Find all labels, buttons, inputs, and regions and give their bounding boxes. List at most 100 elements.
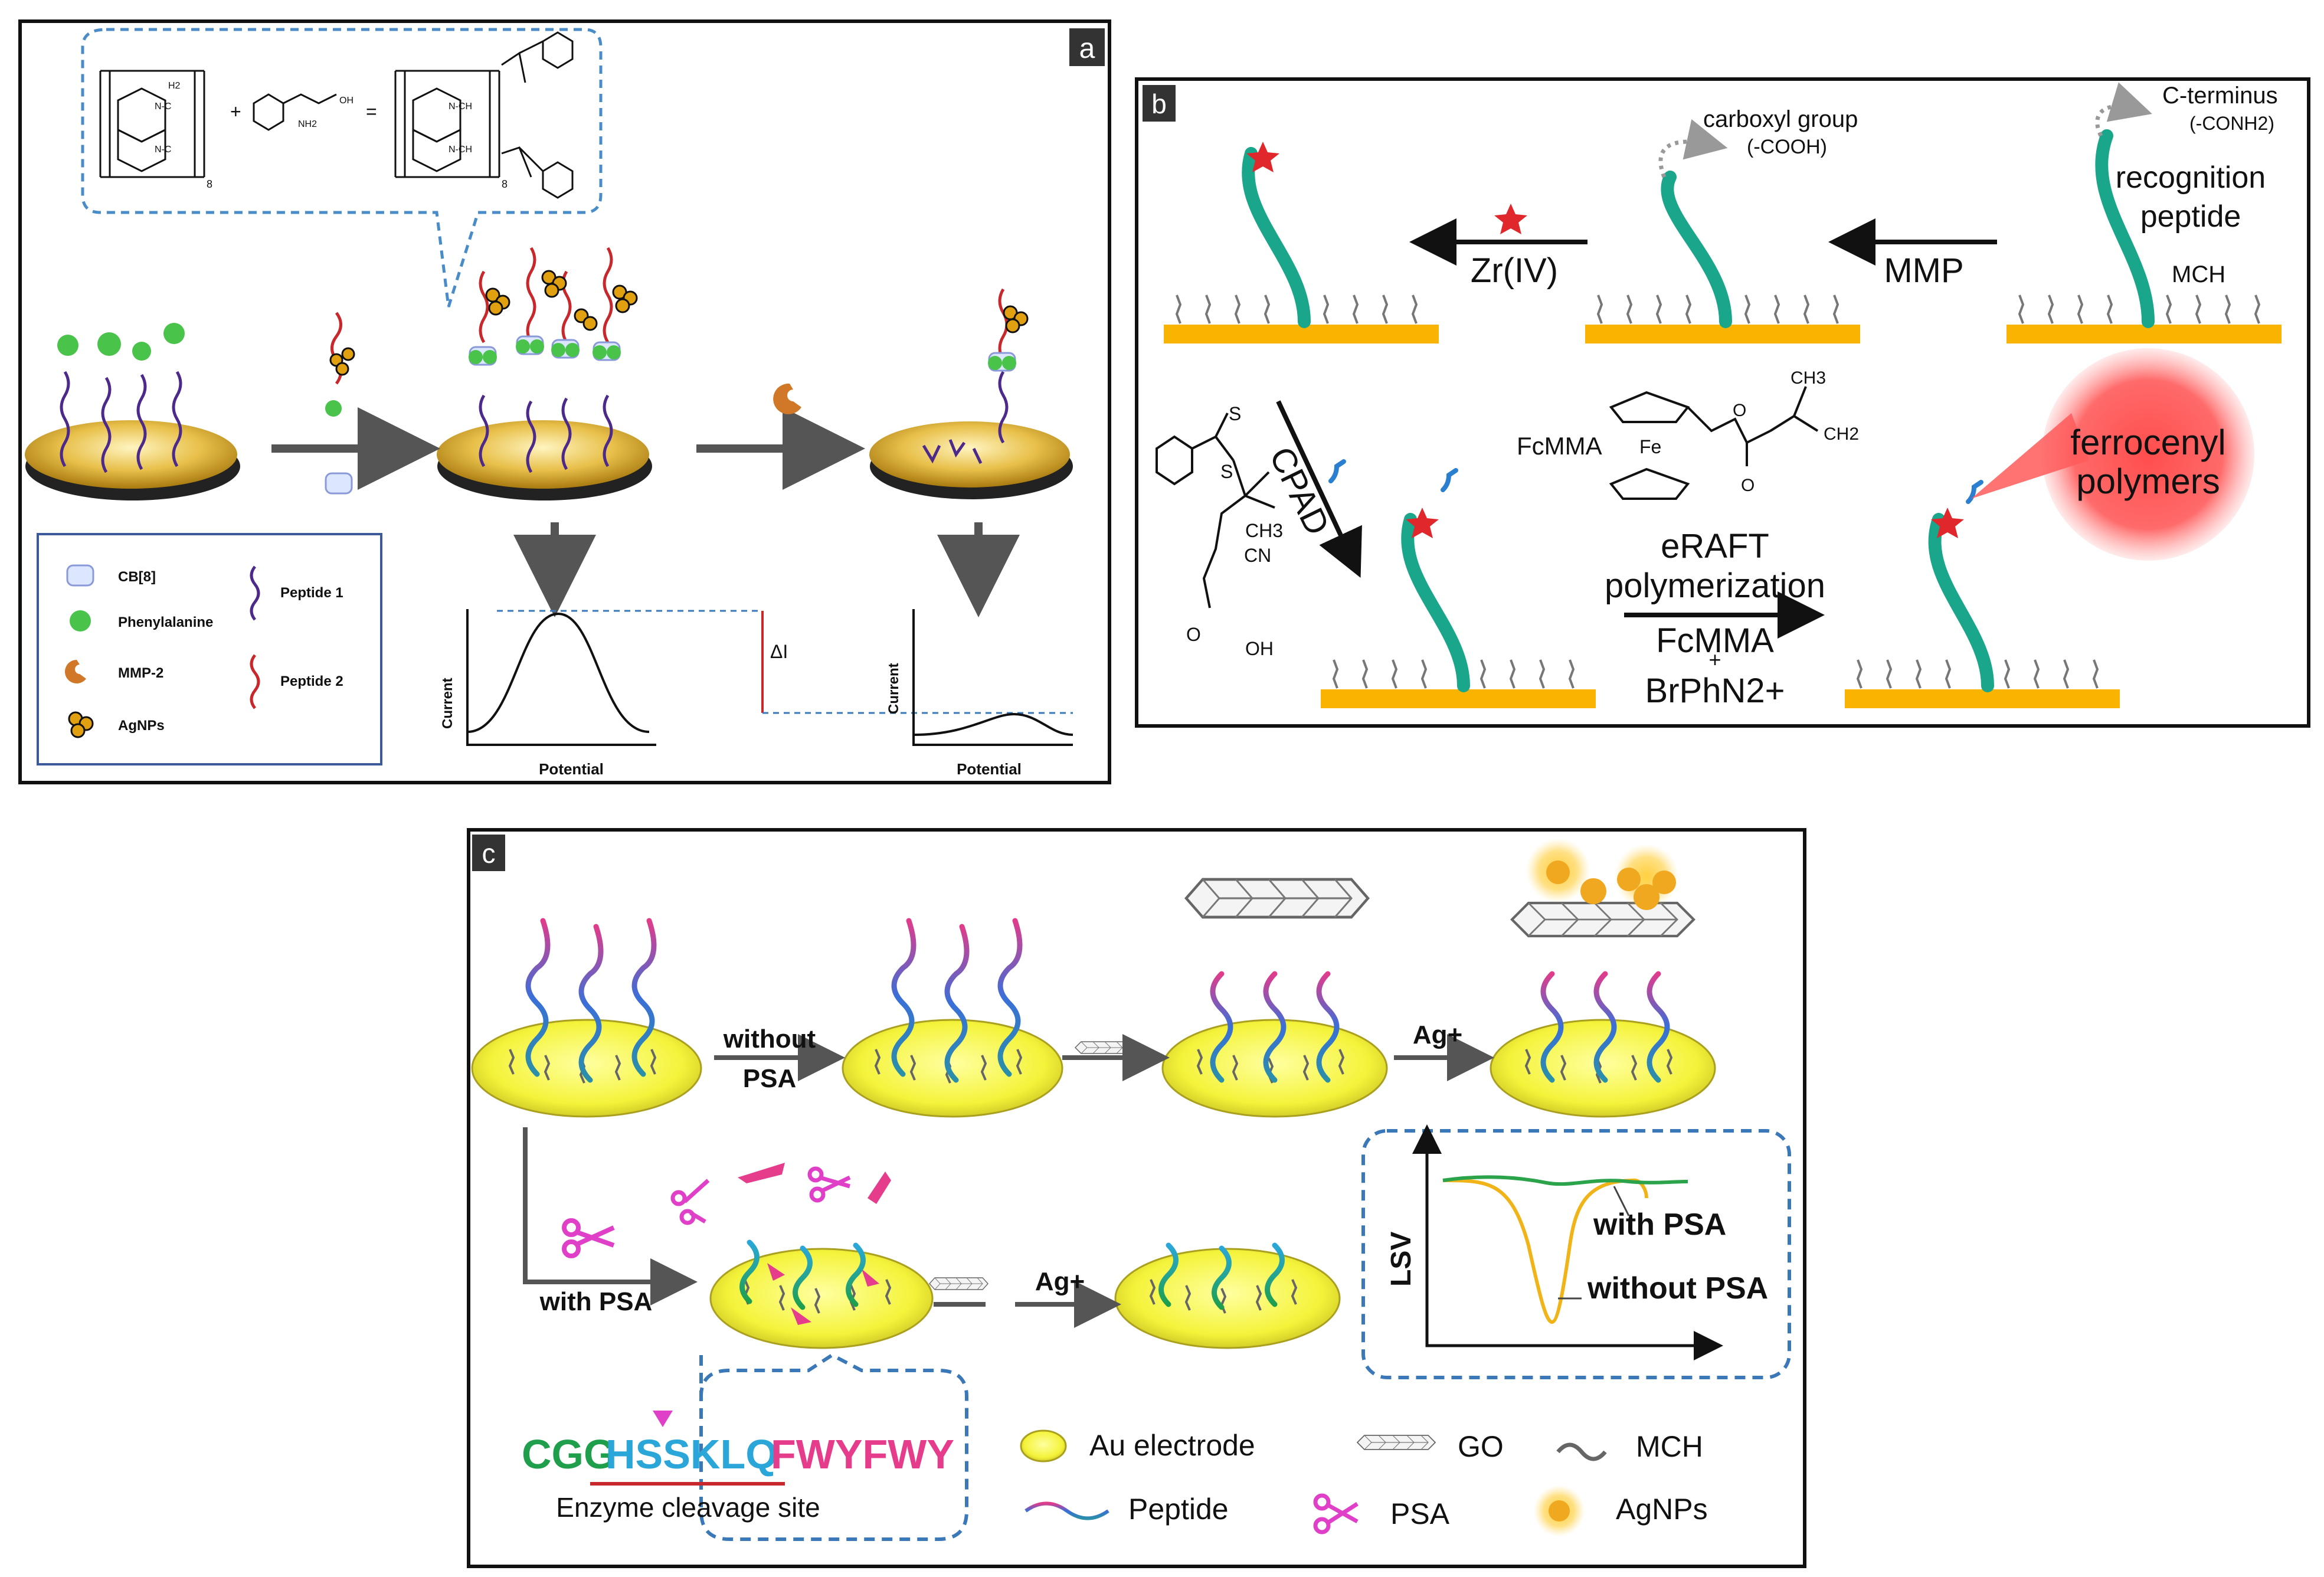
label-eraft: eRAFT (1661, 527, 1769, 565)
cpad-cn: CN (1244, 545, 1271, 566)
chem-nch-1: N-CH (449, 102, 472, 112)
seq-hsskl: HSSKLQ (605, 1431, 778, 1477)
label-mch: MCH (2172, 261, 2225, 287)
cleaved-fragments-disk3 (922, 439, 983, 464)
label-zr: Zr(IV) (1471, 251, 1558, 290)
legend-peptide2-label: Peptide 2 (280, 673, 343, 689)
panel-b: b (1135, 77, 2310, 728)
legend-box-a (37, 533, 382, 765)
panel-a-letter: a (1079, 33, 1095, 64)
legend-mch-icon (1556, 1442, 1607, 1461)
cpad-ch3: CH3 (1245, 520, 1283, 541)
ferrocenyl-polymer-blob (2042, 348, 2254, 561)
fcmma-ch2: CH2 (1824, 424, 1859, 444)
chem-nc-2: N-C (155, 145, 171, 155)
mch-layer-b (1175, 295, 2261, 689)
peptide1-strands-disk1 (60, 371, 182, 473)
go-reagent-icon-2 (929, 1277, 988, 1290)
chem-n8-2: 8 (502, 178, 508, 190)
au-electrode-c5 (709, 1248, 934, 1349)
au-electrode-c4 (1490, 1019, 1716, 1118)
cleavage-site-label: Enzyme cleavage site (556, 1492, 820, 1523)
legend-agnps-label: AgNPs (118, 718, 165, 734)
legend-go-icon (1357, 1435, 1436, 1450)
au-electrode-c3 (1161, 1019, 1388, 1118)
label-conh2: (-CONH2) (2189, 113, 2274, 134)
voltammogram-high: Current Potential (440, 609, 656, 778)
legend-go-label: GO (1458, 1430, 1504, 1463)
legend-peptide1-label: Peptide 1 (280, 585, 343, 601)
legend-agnps-c-label: AgNPs (1616, 1493, 1708, 1526)
panel-c-letter-box (472, 835, 505, 871)
label-ferrocenyl: ferrocenyl (2070, 423, 2225, 462)
peptide-complex-disk2 (479, 247, 613, 473)
chem-plus: + (230, 101, 241, 122)
carboxyl-dotted-arrow (1658, 119, 1728, 178)
label-brphn2: BrPhN2+ (1645, 672, 1785, 710)
label-carboxyl-group: carboxyl group (1703, 106, 1858, 132)
fcmma-fe: Fe (1639, 436, 1661, 457)
panel-a: a H2 N-C N-C 8 + OH NH2 = N-CH N-CH (18, 19, 1111, 784)
cb8-phe-complexes-disk2 (469, 335, 621, 366)
seq-fwy: FWYFWY (771, 1431, 954, 1477)
cb8-complex-structure (394, 31, 574, 199)
cleaved-fragments-c (738, 1163, 891, 1325)
lsv-box (1361, 1129, 1791, 1379)
label-ag-2: Ag+ (1035, 1267, 1085, 1296)
electrode-disk-2 (437, 420, 649, 489)
label-plus: + (1708, 647, 1721, 672)
graph1-ylabel: Current (440, 678, 456, 729)
legend-psa-label: PSA (1390, 1497, 1450, 1530)
label-cooh: (-COOH) (1747, 136, 1827, 158)
arrow-cpad (1276, 400, 1362, 578)
fcmma-o2: O (1741, 476, 1755, 495)
legend-agnps-icon (1549, 1500, 1570, 1522)
cpad-oh: OH (1245, 638, 1274, 659)
au-electrode-c1 (471, 1019, 702, 1118)
go-reagent-icon-1 (1075, 1041, 1141, 1054)
legend-au-icon (1020, 1429, 1067, 1463)
label-fcmma: FcMMA (1517, 432, 1602, 460)
blue-hook-icons (1328, 459, 1983, 504)
chem-nch-2: N-CH (449, 145, 472, 155)
lsv-without-psa-label: without PSA (1587, 1271, 1768, 1306)
red-star-icons (1246, 142, 1964, 538)
phenylalanine-bead (57, 335, 78, 356)
label-without: without (723, 1025, 816, 1053)
graph2-xlabel: Potential (957, 760, 1022, 778)
label-with-psa: with PSA (539, 1287, 653, 1316)
chem-equals: = (366, 101, 377, 122)
legend-peptide-icon (1024, 1501, 1109, 1520)
go-sheet-c4 (1512, 903, 1694, 936)
cb8-disk3 (988, 352, 1016, 372)
panel-b-letter: b (1151, 89, 1167, 119)
cterm-dotted-arrow (2095, 82, 2152, 137)
chem-callout (81, 28, 603, 307)
peptide2-free (325, 312, 355, 417)
label-peptide: peptide (2140, 199, 2241, 234)
legend-cb8-icon (66, 564, 94, 587)
legend-mch-label: MCH (1636, 1430, 1703, 1463)
with-psa-path (523, 1127, 698, 1306)
lsv-curve-with-psa (1442, 1175, 1688, 1186)
chem-nc-1: N-C (155, 102, 171, 112)
lsv-label: LSV (1386, 1232, 1417, 1287)
phenylalanine-bead (163, 323, 185, 344)
phenylalanine-structure (253, 93, 337, 131)
legend-mmp2-label: MMP-2 (118, 665, 163, 681)
fcmma-ch3: CH3 (1791, 368, 1826, 388)
legend-peptide1-icon (250, 565, 260, 621)
go-sheet-c3 (1186, 879, 1368, 917)
label-polymerization: polymerization (1605, 567, 1825, 605)
graph2-ylabel: Current (886, 663, 902, 714)
seq-cgg: CGG (522, 1431, 616, 1477)
panel-c: c (467, 828, 1806, 1568)
scissors-icon (670, 1179, 710, 1225)
phenylalanine-bead (97, 332, 121, 356)
mmp2-enzyme-icon (773, 383, 801, 414)
chem-nh2: NH2 (298, 119, 317, 129)
gold-surface-b4 (1321, 689, 1596, 708)
electrode-disk-3 (869, 421, 1070, 488)
label-fcmma-reagent: FcMMA (1656, 621, 1774, 660)
legend-phe-icon (70, 610, 91, 632)
